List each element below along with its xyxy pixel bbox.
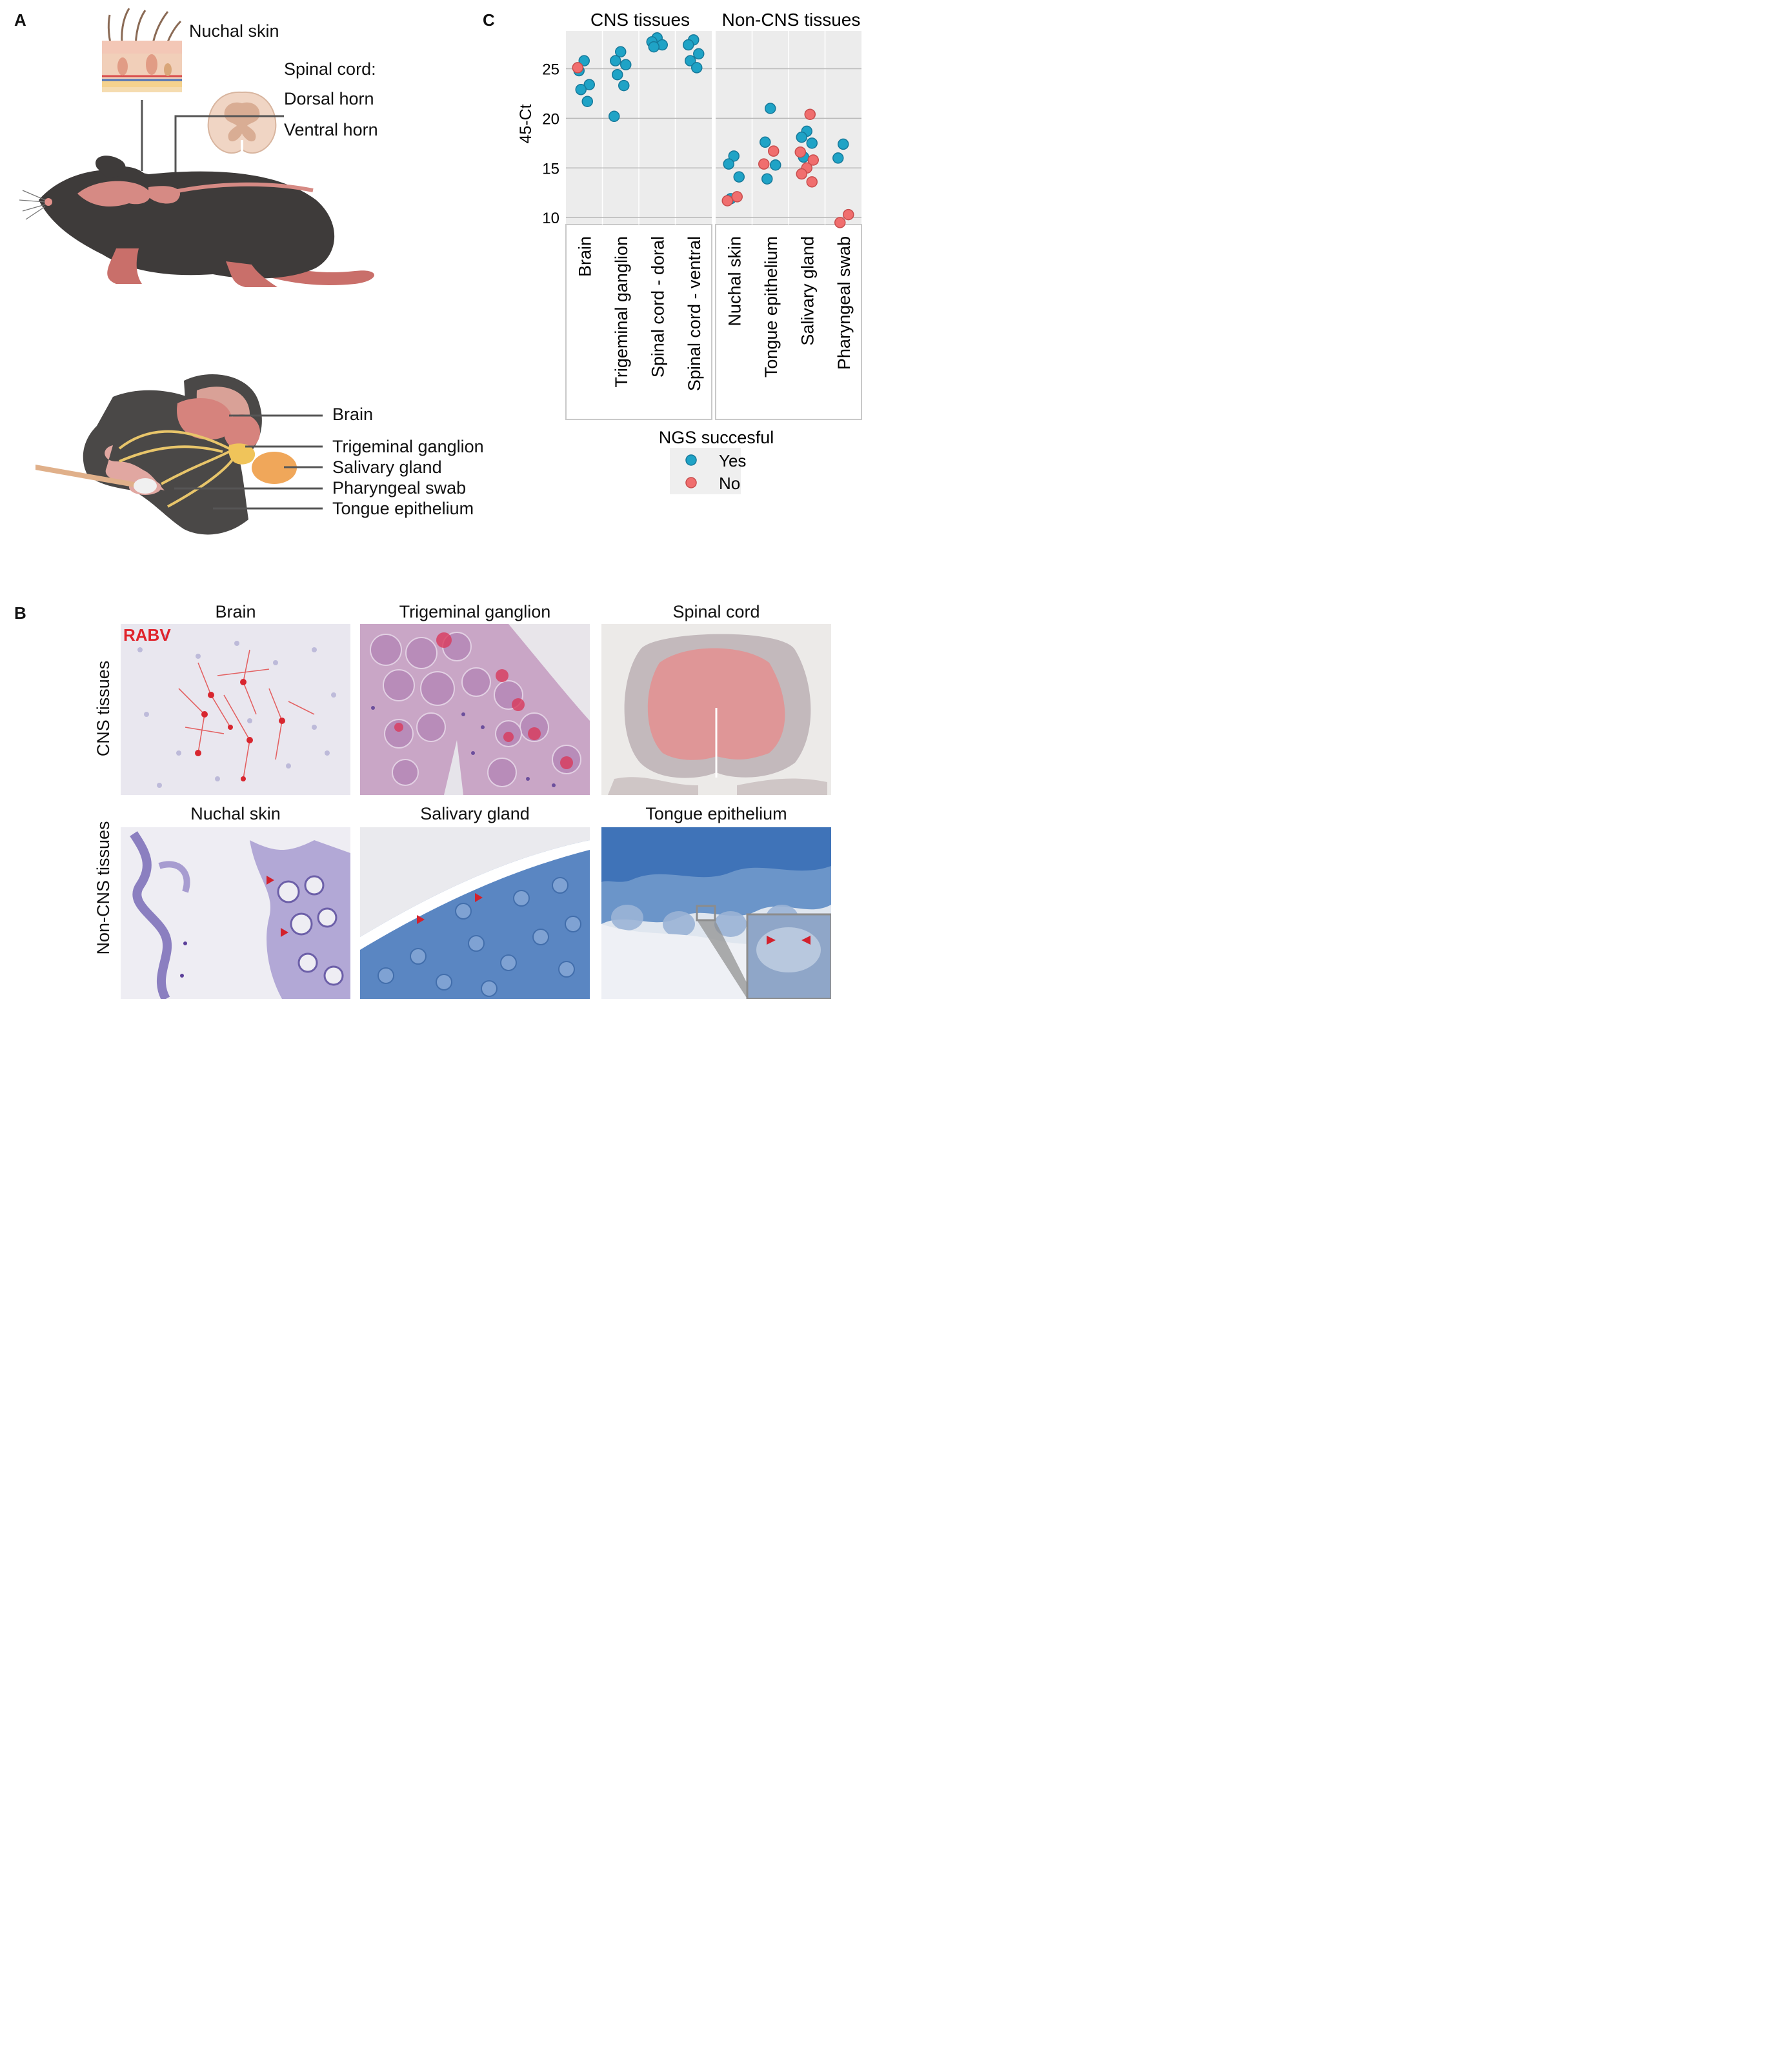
data-point-yes <box>612 68 623 81</box>
x-tick-label: Spinal cord - doral <box>648 236 667 377</box>
data-point-yes <box>761 173 773 185</box>
panel-a-callout-lines <box>141 100 284 188</box>
x-tick-label: Nuchal skin <box>725 236 744 327</box>
panel-c-letter: C <box>483 10 495 30</box>
brain-label: Brain <box>332 405 374 424</box>
data-point-no <box>794 146 806 158</box>
rabv-label: RABV <box>123 625 171 645</box>
data-point-yes <box>685 55 696 66</box>
tile-title-nuchal: Nuchal skin <box>190 804 281 823</box>
salivary-gland-label: Salivary gland <box>332 458 442 477</box>
micrograph-spinal-cord <box>601 624 831 795</box>
data-point-yes <box>609 110 620 123</box>
legend-box <box>670 448 741 494</box>
data-point-no <box>731 191 743 203</box>
data-point-yes <box>770 159 781 171</box>
legend-title: NGS succesful <box>659 428 774 447</box>
data-point-yes <box>615 46 627 58</box>
scatter-chart: 10 15 20 25 Brain Trigeminal ganglion Spinal … <box>517 10 862 494</box>
trigeminal-ganglion-label: Trigeminal ganglion <box>332 437 484 456</box>
head-callout-lines <box>174 414 323 510</box>
data-point-yes <box>728 150 740 162</box>
legend-no-marker <box>685 477 697 488</box>
ventral-horn-label: Ventral horn <box>284 120 378 139</box>
data-point-yes <box>575 84 587 96</box>
facet-label-cns: CNS tissues <box>590 10 690 30</box>
data-point-yes <box>806 137 818 149</box>
data-point-no <box>843 208 854 221</box>
panel-b-letter: B <box>14 603 26 623</box>
tongue-epithelium-label: Tongue epithelium <box>332 499 474 518</box>
x-tick-label: Spinal cord - ventral <box>685 236 704 391</box>
x-tick-label: Tongue epithelium <box>761 236 781 377</box>
data-point-no <box>768 145 780 157</box>
data-point-no <box>807 154 819 166</box>
data-point-no <box>758 158 770 170</box>
legend-yes-label: Yes <box>719 451 746 470</box>
y-axis-label: 45-Ct <box>517 104 535 143</box>
data-point-yes <box>691 62 703 74</box>
pharyngeal-swab-label: Pharyngeal swab <box>332 478 467 498</box>
x-tick-label: Pharyngeal swab <box>834 236 854 370</box>
panel-a-letter: A <box>14 10 26 30</box>
data-point-yes <box>733 171 745 183</box>
spinal-cord-title-label: Spinal cord: <box>284 59 376 79</box>
y-tick-label: 10 <box>542 210 559 227</box>
data-point-no <box>796 168 807 180</box>
data-point-yes <box>583 79 595 90</box>
data-point-yes <box>838 138 849 150</box>
data-point-no <box>804 108 816 120</box>
legend-yes-marker <box>685 454 697 466</box>
spinal-cord-illustration <box>207 91 277 154</box>
micrograph-trigeminal <box>360 624 590 795</box>
data-point-no <box>572 62 583 74</box>
facet-label-non-cns: Non-CNS tissues <box>722 10 861 30</box>
y-tick-label: 15 <box>542 160 559 177</box>
data-point-no <box>834 217 846 228</box>
data-point-yes <box>578 55 590 66</box>
mouse-illustration <box>19 156 374 287</box>
data-point-yes <box>832 152 844 164</box>
tile-title-tongue: Tongue epithelium <box>645 804 787 823</box>
data-point-yes <box>620 59 632 71</box>
micrograph-salivary-gland <box>360 827 590 999</box>
tile-title-spinal: Spinal cord <box>672 602 760 621</box>
data-point-yes <box>760 136 771 148</box>
legend-no-label: No <box>719 474 740 493</box>
data-point-yes <box>723 158 734 170</box>
data-point-yes <box>618 79 630 92</box>
x-tick-label: Salivary gland <box>798 236 817 346</box>
micrograph-tongue-epithelium <box>601 827 831 999</box>
row-label-cns: CNS tissues <box>94 660 113 757</box>
y-tick-label: 25 <box>542 61 559 78</box>
data-point-yes <box>796 131 807 143</box>
y-tick-label: 20 <box>542 110 559 128</box>
data-point-yes <box>693 48 705 60</box>
dorsal-horn-label: Dorsal horn <box>284 89 374 108</box>
data-point-no <box>806 176 818 188</box>
data-point-yes <box>765 103 776 114</box>
row-label-non-cns: Non-CNS tissues <box>94 821 113 955</box>
data-point-yes <box>610 55 621 66</box>
tile-title-brain: Brain <box>215 602 256 621</box>
data-point-yes <box>648 41 659 53</box>
micrograph-nuchal-skin <box>121 827 350 999</box>
x-tick-label: Brain <box>575 236 594 277</box>
nuchal-skin-label: Nuchal skin <box>189 21 279 41</box>
data-point-yes <box>683 39 694 51</box>
x-tick-label: Trigeminal ganglion <box>612 236 631 388</box>
micrograph-brain: RABV <box>121 624 350 795</box>
tile-title-trigeminal: Trigeminal ganglion <box>399 602 551 621</box>
tile-title-salivary: Salivary gland <box>420 804 530 823</box>
data-point-no <box>721 195 733 206</box>
mouse-head-illustration <box>35 374 297 535</box>
data-point-yes <box>581 96 593 107</box>
nuchal-skin-illustration <box>102 8 182 92</box>
